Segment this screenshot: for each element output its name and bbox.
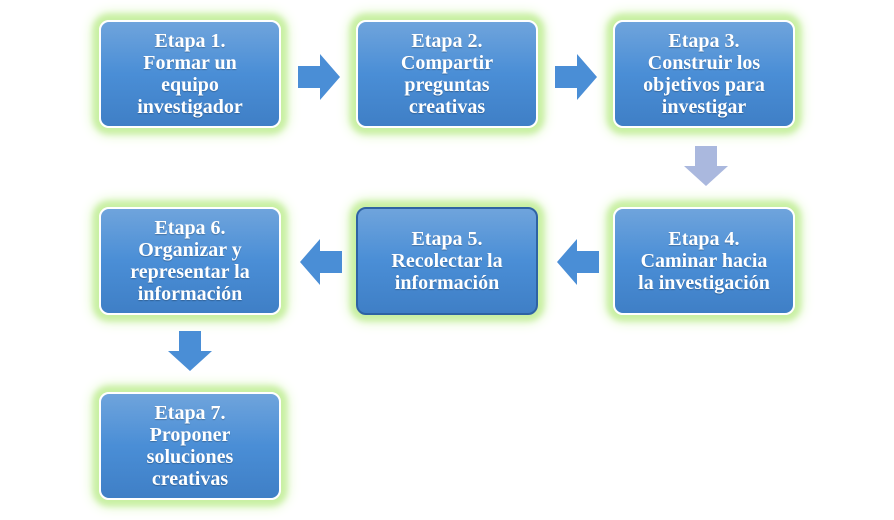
step-3-box: Etapa 3.Construir los objetivos para inv… — [613, 20, 795, 128]
step-4-box: Etapa 4.Caminar hacia la investigación — [613, 207, 795, 315]
step-2-box: Etapa 2.Compartir preguntas creativas — [356, 20, 538, 128]
step-title: Etapa 5. — [411, 228, 483, 250]
arrow-down-icon — [168, 331, 212, 371]
step-1-box: Etapa 1.Formar un equipo investigador — [99, 20, 281, 128]
step-text: Construir los objetivos para investigar — [643, 52, 765, 118]
step-5-box: Etapa 5.Recolectar la información — [356, 207, 538, 315]
step-7-box: Etapa 7.Proponer soluciones creativas — [99, 392, 281, 500]
step-text: Caminar hacia la investigación — [638, 250, 770, 294]
step-title: Etapa 7. — [154, 402, 226, 424]
arrow-right-icon — [298, 54, 340, 100]
step-text: Organizar y representar la información — [130, 239, 250, 305]
step-text: Proponer soluciones creativas — [146, 424, 234, 490]
step-title: Etapa 1. — [154, 30, 226, 52]
step-text: Compartir preguntas creativas — [400, 52, 494, 118]
arrow-left-icon — [300, 239, 342, 285]
step-text: Recolectar la información — [391, 250, 503, 294]
step-title: Etapa 6. — [154, 217, 226, 239]
step-title: Etapa 2. — [411, 30, 483, 52]
step-title: Etapa 4. — [668, 228, 740, 250]
step-text: Formar un equipo investigador — [137, 52, 243, 118]
step-6-box: Etapa 6.Organizar y representar la infor… — [99, 207, 281, 315]
arrow-left-icon — [557, 239, 599, 285]
arrow-right-icon — [555, 54, 597, 100]
arrow-down-icon — [684, 146, 728, 186]
step-title: Etapa 3. — [668, 30, 740, 52]
